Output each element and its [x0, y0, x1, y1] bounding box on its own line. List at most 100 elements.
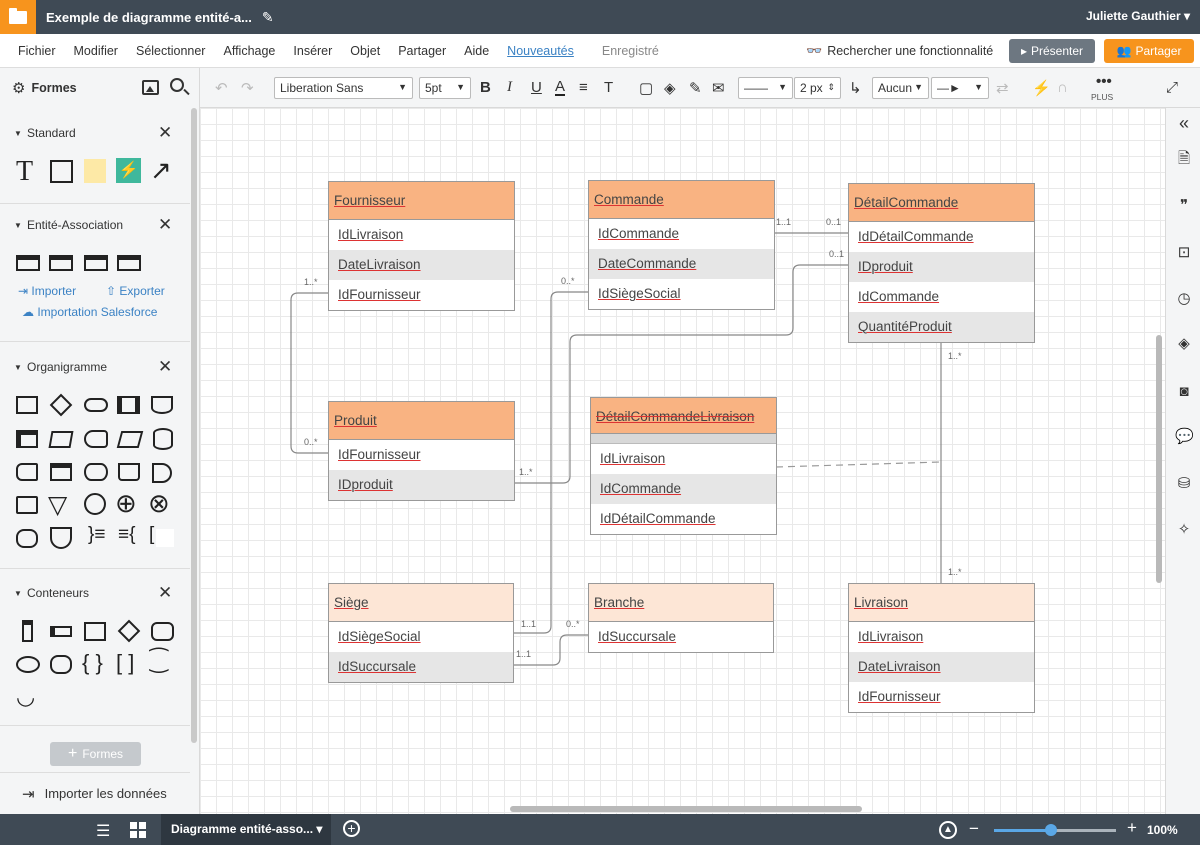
data-shape-icon[interactable] [116, 431, 144, 448]
text-shape-icon[interactable]: T [16, 156, 34, 187]
entity-field[interactable]: QuantitéProduit [849, 312, 1034, 342]
underline-icon[interactable]: U [531, 79, 542, 96]
magnet-icon[interactable]: ∩ [1057, 79, 1068, 96]
terminator-shape-icon[interactable] [84, 398, 108, 412]
left-panel-scrollbar[interactable] [191, 108, 197, 743]
lightning-icon[interactable]: ⚡ [1032, 80, 1051, 97]
entity-field[interactable]: IdLivraison [600, 451, 666, 466]
entity-field[interactable]: IdCommande [591, 474, 776, 504]
menu-nouveautes[interactable]: Nouveautés [507, 43, 574, 58]
search-icon[interactable] [170, 78, 184, 92]
present-button[interactable]: ▸ Présenter [1009, 39, 1095, 63]
add-page-icon[interactable]: + [343, 820, 360, 837]
more-icon[interactable]: ••• [1096, 73, 1112, 90]
blank-shape-icon[interactable] [156, 529, 174, 547]
entity-field[interactable]: IdLivraison [338, 227, 404, 242]
menu-aide[interactable]: Aide [464, 43, 490, 58]
gear-icon[interactable]: ⚙ [12, 80, 26, 97]
entity-field[interactable]: IdCommande [858, 289, 940, 304]
entity-field[interactable]: DateLivraison [329, 250, 514, 280]
entity-field[interactable]: IdFournisseur [338, 447, 421, 462]
swap-arrows-icon[interactable]: ⇄ [996, 80, 1009, 97]
close-icon[interactable]: ✕ [158, 215, 173, 234]
predefined-process-icon[interactable] [50, 463, 72, 481]
page-tab[interactable]: Diagramme entité-asso... ▾ [161, 814, 331, 845]
fullscreen-icon[interactable]: ⤢ [1166, 79, 1179, 96]
menu-objet[interactable]: Objet [350, 43, 381, 58]
entity-detailcommande[interactable]: DétailCommande IdDétailCommande IDprodui… [848, 183, 1035, 343]
entity-field[interactable]: IdDétailCommande [600, 511, 716, 526]
brace-container-icon[interactable]: { } [82, 650, 103, 675]
arrow-start-select[interactable]: Aucun▼ [872, 77, 929, 99]
entity-title[interactable]: Produit [329, 402, 514, 440]
rectangle-shape-icon[interactable] [50, 160, 73, 183]
entity-field[interactable]: IdFournisseur [858, 689, 941, 704]
delay-shape-icon[interactable] [152, 463, 172, 483]
pencil-icon[interactable]: ✎ [261, 8, 274, 25]
bracket-shape-icon[interactable]: [ [149, 524, 155, 545]
entity-detailcommandelivraison[interactable]: DétailCommandeLivraison IdLivraison IdCo… [590, 397, 777, 535]
user-menu[interactable]: Juliette Gauthier ▾ [1085, 9, 1190, 23]
menu-affichage[interactable]: Affichage [223, 43, 276, 58]
export-link[interactable]: ⇧ Exporter [106, 284, 165, 298]
entity-title[interactable]: DétailCommande [849, 184, 1034, 222]
import-data-button[interactable]: ⇥ Importer les données [0, 772, 190, 814]
entity-field[interactable]: IdDétailCommande [858, 229, 974, 244]
share-button[interactable]: 👥 Partager [1104, 39, 1194, 63]
bold-icon[interactable]: B [480, 79, 491, 96]
more-label[interactable]: PLUS [1091, 92, 1114, 102]
double-chevron-left-icon[interactable]: « [1178, 113, 1189, 133]
lightning-shape-icon[interactable]: ⚡ [116, 158, 141, 183]
square-container-icon[interactable] [84, 622, 106, 641]
navigation-icon[interactable]: ▲ [939, 821, 957, 839]
entity-livraison[interactable]: Livraison IdLivraison DateLivraison IdFo… [848, 583, 1035, 713]
menu-selectionner[interactable]: Sélectionner [135, 43, 206, 58]
import-link[interactable]: ⇥ Importer [18, 284, 76, 298]
curly-container-icon[interactable]: ⁐ [150, 648, 168, 673]
close-icon[interactable]: ✕ [158, 583, 173, 602]
line-color-icon[interactable]: ✎ [689, 80, 702, 97]
entity-field[interactable]: DateLivraison [849, 652, 1034, 682]
entity-siege[interactable]: Siège IdSiègeSocial IdSuccursale [328, 583, 514, 683]
annotation-brace-icon[interactable]: }≡ [88, 524, 106, 545]
section-organigramme[interactable]: ▼ Organigramme ✕ [0, 357, 190, 380]
entity-fournisseur[interactable]: Fournisseur IdLivraison DateLivraison Id… [328, 181, 515, 311]
zoom-slider[interactable] [994, 824, 1116, 836]
entity-field[interactable]: DateCommande [589, 249, 774, 279]
text-options-icon[interactable]: T [604, 79, 614, 96]
off-page-connector-icon[interactable] [50, 527, 72, 549]
text-color-icon[interactable]: A [555, 78, 566, 96]
canvas-vertical-scrollbar[interactable] [1156, 335, 1162, 583]
section-standard[interactable]: ▼ Standard ✕ [0, 123, 190, 146]
entity-field[interactable]: IdSuccursale [598, 629, 677, 644]
entity-produit[interactable]: Produit IdFournisseur IDproduit [328, 401, 515, 501]
connector-shape-icon[interactable] [84, 493, 106, 515]
align-icon[interactable]: ≡ [579, 79, 588, 96]
menu-partager[interactable]: Partager [398, 43, 447, 58]
list-view-icon[interactable]: ☰ [96, 823, 111, 840]
presentation-icon[interactable]: ⊡ [1177, 244, 1191, 261]
folder-icon[interactable] [0, 0, 36, 34]
style-icon[interactable]: ✉ [712, 80, 725, 97]
line-width-select[interactable]: 2 px⇕ [794, 77, 841, 99]
sticky-note-icon[interactable] [84, 159, 106, 183]
ellipse-container-icon[interactable] [16, 656, 40, 673]
rounded-container-icon[interactable] [151, 622, 174, 641]
connector-type-icon[interactable]: ↳ [849, 80, 862, 97]
clock-icon[interactable]: ◷ [1177, 290, 1191, 307]
or-shape-icon[interactable]: ⊕ [115, 488, 137, 518]
tape-shape-icon[interactable] [84, 463, 108, 481]
entity-field[interactable]: IdFournisseur [338, 287, 421, 302]
entity-field[interactable]: IdLivraison [858, 629, 924, 644]
layers-icon[interactable]: ◈ [1178, 335, 1190, 352]
zoom-in-icon[interactable]: + [1127, 818, 1137, 837]
entity-two-column-icon[interactable] [49, 255, 73, 271]
close-icon[interactable]: ✕ [158, 123, 173, 142]
feature-search[interactable]: 👓 Rechercher une fonctionnalité [806, 43, 993, 59]
image-icon[interactable] [142, 80, 159, 95]
database-shape-icon[interactable] [153, 428, 173, 450]
entity-shape-icon[interactable] [16, 255, 40, 271]
document-shape-icon[interactable] [151, 396, 173, 414]
entity-title[interactable]: Fournisseur [329, 182, 514, 220]
entity-grid-icon[interactable] [117, 255, 141, 271]
